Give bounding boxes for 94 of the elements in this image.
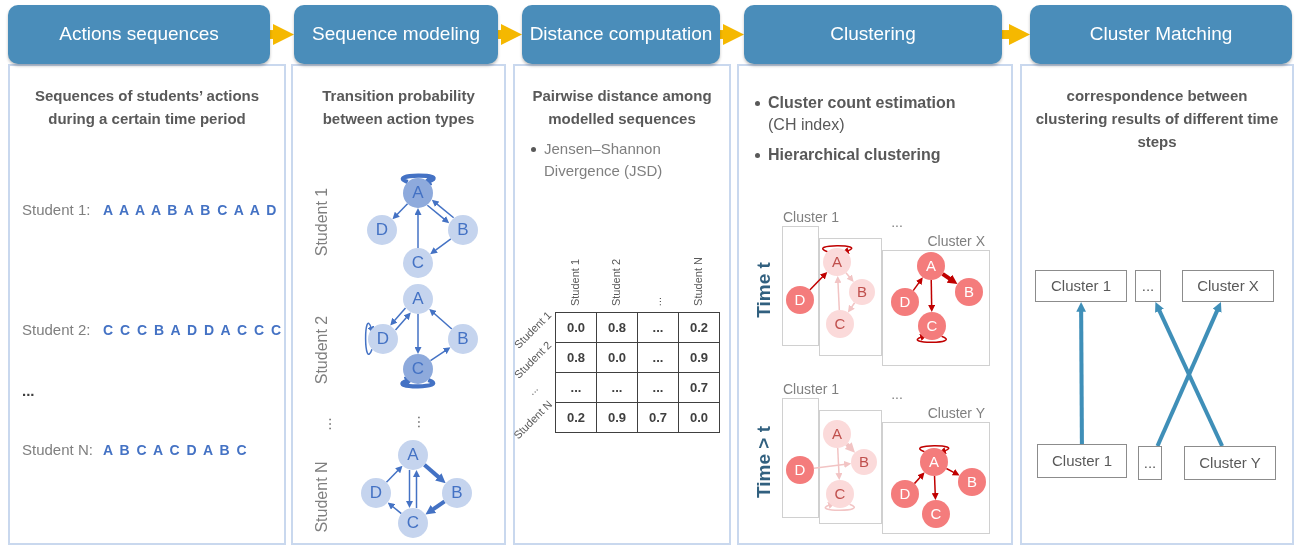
cluster-box: ... <box>1138 446 1162 480</box>
arrow <box>429 308 453 330</box>
arrow <box>912 277 923 292</box>
arrow <box>834 276 842 311</box>
cluster-box: Cluster Y <box>1184 446 1276 480</box>
arrow <box>919 445 950 454</box>
row-header: ... <box>525 382 541 398</box>
bullet-text: Cluster count estimation (CH index) <box>768 93 957 135</box>
frame-label: Cluster Y <box>927 405 985 421</box>
arrow <box>430 238 452 255</box>
arrow <box>847 301 856 313</box>
arrow <box>928 279 936 312</box>
ellipsis: ... <box>22 383 35 398</box>
arrow <box>414 313 422 354</box>
arrow <box>844 442 855 453</box>
panel-heading: Pairwise distance among modelled sequences <box>531 86 713 129</box>
arrow <box>1076 302 1086 444</box>
column-header: Student N <box>692 257 704 306</box>
arrow <box>394 312 411 331</box>
arrow <box>364 322 374 355</box>
stage-header: Actions sequences <box>8 5 270 64</box>
arrow <box>401 173 436 185</box>
cluster-frame <box>819 410 882 524</box>
time-label: Time > t <box>753 426 773 498</box>
arrow <box>913 472 925 485</box>
arrow <box>425 499 446 515</box>
ellipsis: ... <box>891 387 903 401</box>
arrow <box>931 475 939 500</box>
column-header: Student 1 <box>569 258 581 306</box>
time-label: Time t <box>753 262 773 318</box>
arrow <box>498 23 522 46</box>
frame-label: Cluster X <box>927 233 985 249</box>
cluster-box: Cluster 1 <box>1035 270 1127 302</box>
arrow <box>1002 23 1030 46</box>
arrow <box>390 307 407 326</box>
ellipsis: ... <box>318 417 334 431</box>
arrow <box>845 272 854 282</box>
arrow <box>414 208 422 249</box>
arrow <box>720 23 744 46</box>
matrix-cell: 0.2 <box>555 402 597 433</box>
frame-label: Cluster 1 <box>783 209 840 225</box>
panel-heading: correspondence between clustering results of different time steps <box>1034 86 1280 152</box>
matrix-cell: 0.0 <box>555 312 597 343</box>
arrow <box>822 245 853 254</box>
student-label: Student 1: <box>22 202 91 217</box>
arrow <box>431 199 455 219</box>
frame-label: Cluster 1 <box>783 381 840 397</box>
arrow <box>835 447 843 480</box>
student-label: Student N: <box>22 442 93 457</box>
cluster-box: Cluster 1 <box>1037 444 1127 478</box>
arrow <box>270 23 294 46</box>
ellipsis: ... <box>891 215 903 229</box>
arrow <box>916 334 947 343</box>
arrow <box>413 470 420 509</box>
student-axis-label: Student N <box>314 461 330 533</box>
panel-heading: Transition probability between action types <box>321 86 476 129</box>
arrow <box>392 203 409 220</box>
stage-header: Sequence modeling <box>294 5 498 64</box>
cluster-box: ... <box>1135 270 1161 302</box>
arrow <box>945 467 960 476</box>
matrix-cell: 0.0 <box>678 402 720 433</box>
stage-panel <box>1020 64 1294 545</box>
stage-panel <box>737 64 1013 545</box>
action-sequence: C C C B A D D A C C C <box>103 323 283 337</box>
arrow <box>429 347 451 362</box>
panel-heading: Sequences of students’ actions during a certain time period <box>33 86 261 129</box>
stage-panel <box>8 64 286 545</box>
column-header: ... <box>651 296 663 306</box>
arrow <box>426 204 450 224</box>
action-sequence: A B C A C D A B C <box>103 443 248 457</box>
arrow <box>423 463 446 484</box>
student-axis-label: Student 1 <box>314 187 330 257</box>
arrow <box>406 469 413 508</box>
ellipsis: ... <box>415 415 431 429</box>
stage-header: Clustering <box>744 5 1002 64</box>
bullet-text: Jensen–Shannon Divergence (JSD) <box>544 139 664 181</box>
stage-header: Distance computation <box>522 5 720 64</box>
arrow <box>813 461 852 469</box>
matrix-cell: 0.2 <box>678 312 720 343</box>
column-header: Student 2 <box>610 258 622 306</box>
cluster-box: Cluster X <box>1182 270 1274 302</box>
student-label: Student 2: <box>22 322 91 337</box>
bullet-text: Hierarchical clustering <box>768 145 941 165</box>
cluster-frame <box>819 238 882 356</box>
arrow <box>809 272 828 291</box>
action-sequence: A A A A B A B C A A D <box>103 203 278 217</box>
student-axis-label: Student 2 <box>314 315 330 385</box>
arrow <box>941 272 958 285</box>
stage-header: Cluster Matching <box>1030 5 1292 64</box>
arrow <box>400 377 435 389</box>
arrow <box>385 465 403 483</box>
stage-panel <box>291 64 506 545</box>
arrow <box>387 502 403 515</box>
arrow <box>824 502 855 511</box>
